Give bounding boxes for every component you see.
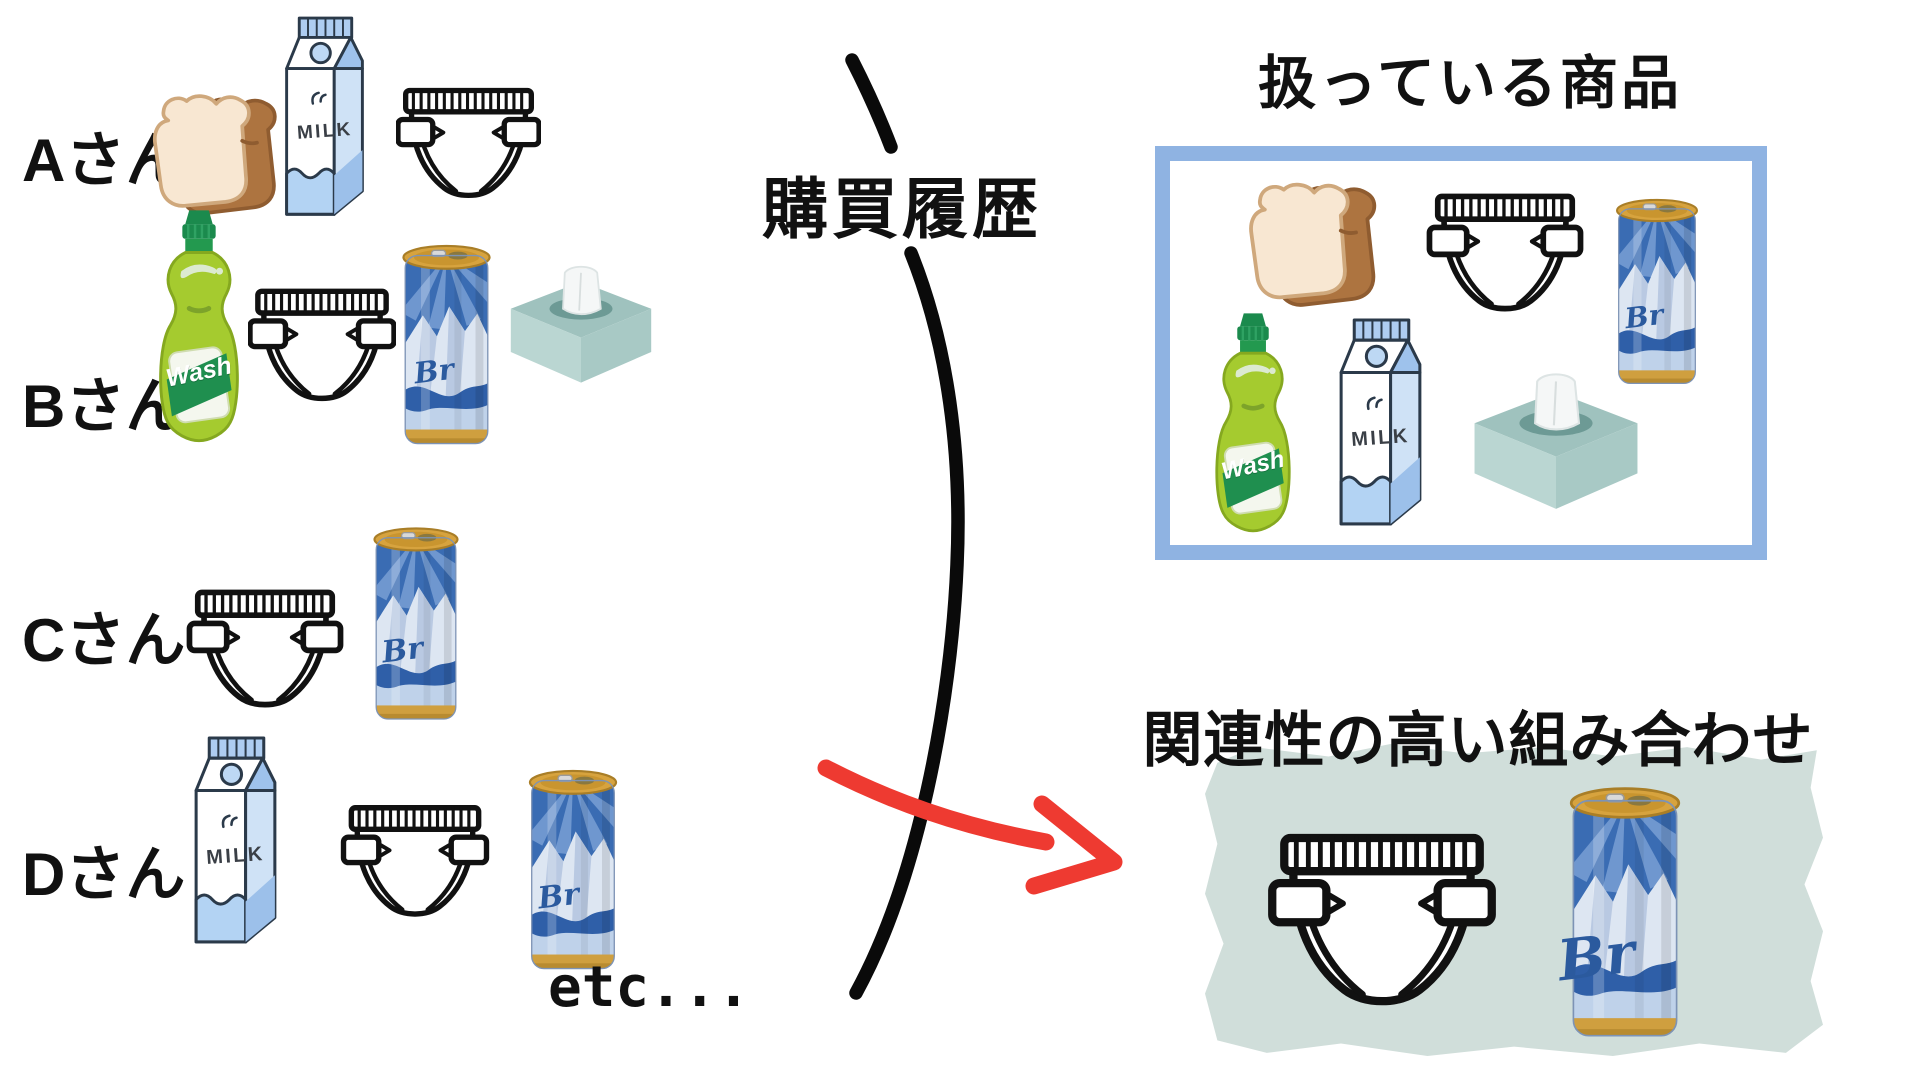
- beer-can-icon: Br: [522, 756, 624, 980]
- bread-icon: [1242, 168, 1394, 314]
- tissue-box-icon: [1462, 366, 1650, 518]
- diaper-icon: [396, 76, 541, 222]
- diaper-icon: [1246, 820, 1518, 1038]
- beer-can-icon: Br: [366, 514, 466, 730]
- beer-can-icon: Br: [1526, 770, 1724, 1050]
- beer-can-icon: Br: [398, 231, 495, 455]
- diaper-icon: [340, 796, 490, 938]
- dish-soap-icon: Wash: [150, 200, 248, 455]
- beer-can-icon: Br: [1610, 186, 1704, 394]
- milk-icon: MILK: [274, 12, 376, 230]
- products-title: 扱っている商品: [1257, 51, 1683, 116]
- row-label-b: Bさん: [22, 373, 186, 440]
- diaper-icon: [186, 580, 344, 730]
- red-arrow-icon: [817, 759, 1123, 895]
- milk-icon: MILK: [183, 730, 289, 960]
- combination-title: 関連性の高い組み合わせ: [1142, 707, 1814, 774]
- row-label-c: Cさん: [22, 607, 186, 674]
- diaper-icon: [248, 276, 396, 426]
- divider-label: 購買履歴: [762, 172, 1042, 246]
- diaper-icon: [1424, 184, 1586, 334]
- dish-soap-icon: Wash: [1206, 306, 1300, 542]
- tissue-box-icon: [500, 260, 662, 390]
- milk-icon: MILK: [1328, 314, 1434, 540]
- row-label-d: Dさん: [22, 841, 186, 908]
- etc-label: etc...: [548, 955, 751, 1020]
